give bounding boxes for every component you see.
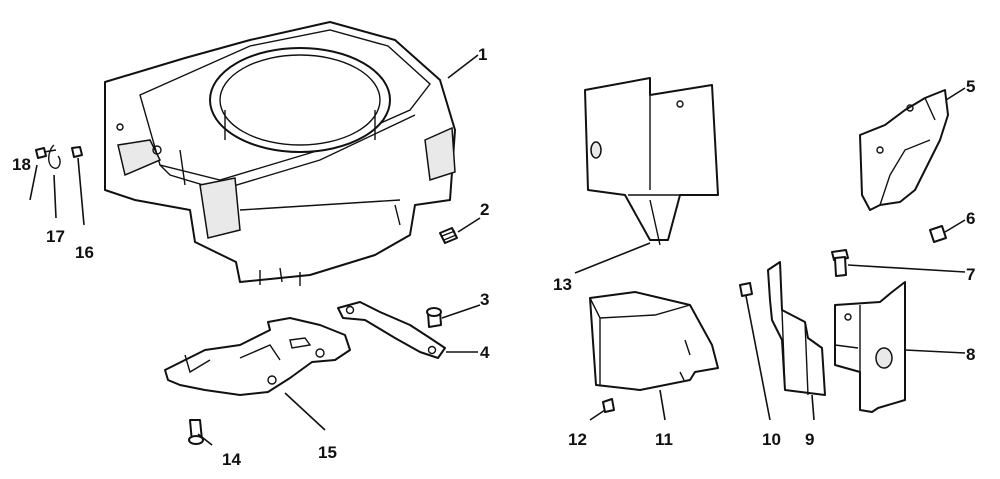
callout-6: 6 <box>966 209 975 228</box>
bolt-14 <box>188 419 204 445</box>
hardware-16-17-18 <box>35 144 83 169</box>
side-bracket-9 <box>767 261 826 396</box>
base-plate-15 <box>164 317 351 396</box>
callout-18: 18 <box>12 155 31 174</box>
bolt-10 <box>739 282 753 297</box>
bolt-7 <box>831 249 849 277</box>
callout-9: 9 <box>805 430 814 449</box>
leader-lines <box>29 54 966 446</box>
callout-3: 3 <box>480 290 489 309</box>
upper-baffle-5 <box>859 89 949 211</box>
callout-13: 13 <box>553 275 572 294</box>
callout-15: 15 <box>318 443 337 462</box>
callout-labels: 1 2 3 4 5 6 7 8 9 10 11 12 13 14 15 16 1… <box>12 45 975 469</box>
callout-8: 8 <box>966 345 975 364</box>
callout-17: 17 <box>46 227 65 246</box>
bolt-2 <box>439 227 458 244</box>
callout-5: 5 <box>966 77 975 96</box>
callout-12: 12 <box>568 430 587 449</box>
callout-2: 2 <box>480 200 489 219</box>
screw-12 <box>602 398 615 413</box>
screw-3 <box>426 307 442 328</box>
lower-baffle-8 <box>834 281 906 413</box>
callout-16: 16 <box>75 243 94 262</box>
lower-shroud-11 <box>589 291 719 391</box>
bolt-6 <box>929 225 947 243</box>
upper-shroud-13 <box>584 77 719 246</box>
blower-housing <box>104 21 456 286</box>
callout-10: 10 <box>762 430 781 449</box>
callout-7: 7 <box>966 265 975 284</box>
callout-1: 1 <box>478 45 487 64</box>
bracket-strap-4 <box>337 301 446 359</box>
callout-4: 4 <box>480 343 490 362</box>
callout-14: 14 <box>222 450 241 469</box>
callout-11: 11 <box>655 430 673 449</box>
